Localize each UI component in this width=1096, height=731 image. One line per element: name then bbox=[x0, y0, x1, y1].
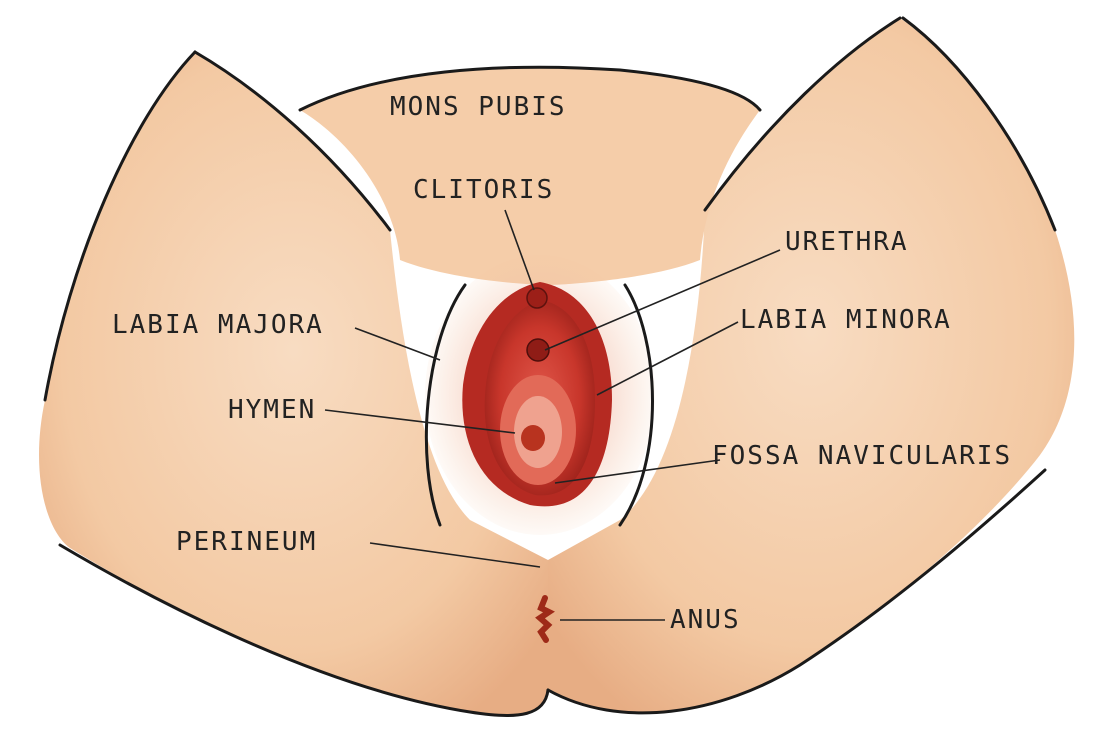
label-clitoris: CLITORIS bbox=[413, 175, 554, 205]
label-urethra: URETHRA bbox=[785, 227, 909, 257]
clitoris-mark bbox=[527, 288, 547, 308]
label-fossa-navicularis: FOSSA NAVICULARIS bbox=[712, 441, 1012, 471]
label-anus: ANUS bbox=[670, 605, 741, 635]
label-hymen: HYMEN bbox=[228, 395, 316, 425]
label-labia-majora: LABIA MAJORA bbox=[112, 310, 324, 340]
label-perineum: PERINEUM bbox=[176, 527, 317, 557]
vaginal-opening bbox=[521, 425, 545, 451]
label-labia-minora: LABIA MINORA bbox=[740, 305, 952, 335]
label-mons-pubis: MONS PUBIS bbox=[390, 92, 567, 122]
